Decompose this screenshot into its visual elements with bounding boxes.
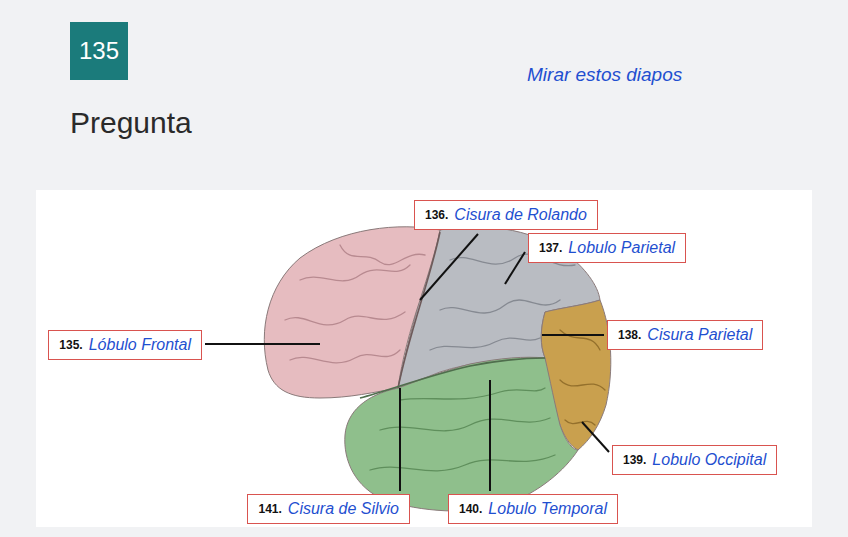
leader-line [399, 388, 401, 491]
callout-number: 138. [618, 328, 641, 342]
label-box: 138. Cisura Parietal [607, 320, 763, 350]
callout-number: 141. [258, 502, 281, 516]
callout-number: 140. [459, 502, 482, 516]
frontal-lobe [264, 227, 440, 398]
leader-line [420, 234, 478, 300]
handwritten-answer: Lobulo Parietal [568, 239, 675, 257]
lateral-sulcus [360, 358, 545, 398]
label-box: 140. Lobulo Temporal [448, 494, 618, 524]
label-box: 141. Cisura de Silvio [247, 494, 410, 524]
central-sulcus [398, 232, 440, 388]
handwritten-answer: Lobulo Temporal [488, 500, 607, 518]
label-box: 135. Lóbulo Frontal [48, 330, 202, 360]
label-box: 137. Lobulo Parietal [528, 233, 686, 263]
label-box: 139. Lobulo Occipital [612, 445, 777, 475]
handwritten-answer: Cisura de Rolando [454, 206, 587, 224]
leader-lines [205, 234, 609, 491]
leader-line [582, 422, 609, 452]
handwritten-answer: Cisura de Silvio [288, 500, 399, 518]
gyri-lines [285, 245, 605, 471]
page-title: Pregunta [70, 106, 848, 140]
handwritten-answer: Lóbulo Frontal [89, 336, 191, 354]
callout-number: 137. [539, 241, 562, 255]
callout-number: 136. [425, 208, 448, 222]
handwritten-answer: Cisura Parietal [647, 326, 752, 344]
leader-line [542, 334, 604, 336]
leader-line [505, 252, 525, 284]
handwritten-answer: Lobulo Occipital [652, 451, 766, 469]
question-number: 135 [79, 37, 119, 65]
leader-line [489, 380, 491, 491]
handwritten-note: Mirar estos diapos [527, 64, 848, 86]
leader-line [205, 343, 320, 345]
image-panel [36, 190, 812, 527]
callout-number: 139. [623, 453, 646, 467]
question-number-tile: 135 [70, 22, 128, 80]
label-box: 136. Cisura de Rolando [414, 200, 598, 230]
callout-number: 135. [59, 338, 82, 352]
